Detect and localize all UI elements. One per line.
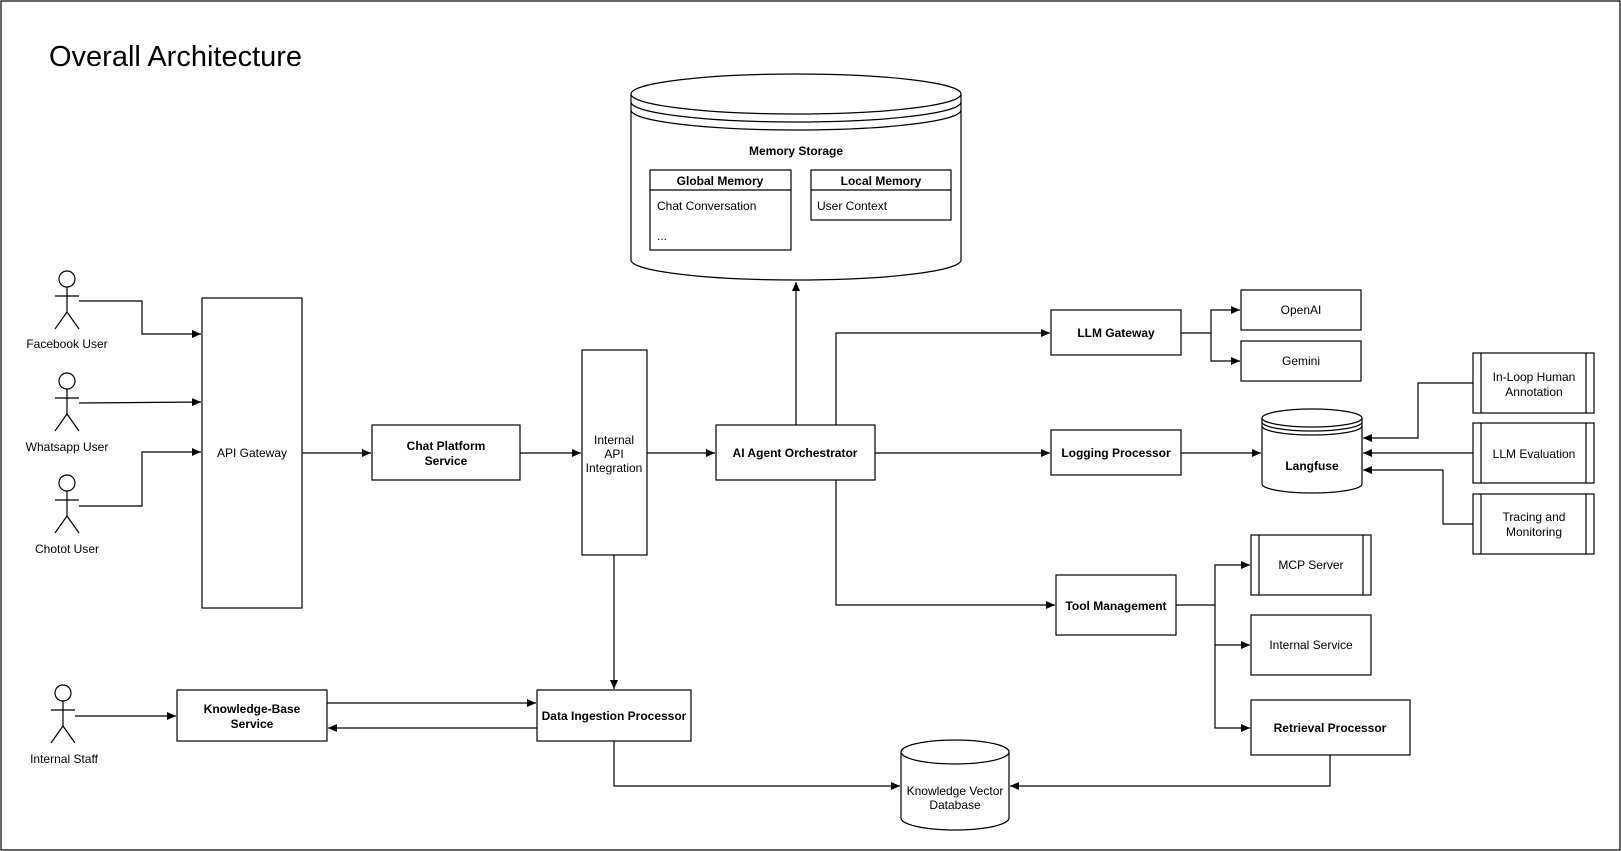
node-openai: OpenAI [1240, 289, 1362, 331]
node-in-loop-human-annotation: In-Loop Human Annotation [1472, 352, 1595, 414]
table-item: Chat Conversation [657, 199, 756, 213]
table-item: User Context [817, 199, 888, 213]
node-label: Tool Management [1065, 599, 1166, 613]
node-internal-api-integration: Internal API Integration [581, 349, 648, 556]
node-label: Retrieval Processor [1274, 721, 1387, 735]
node-label: AI Agent Orchestrator [733, 446, 858, 460]
node-llm-gateway: LLM Gateway [1050, 309, 1182, 356]
node-tracing-and-monitoring: Tracing and Monitoring [1472, 493, 1595, 555]
node-data-ingestion-processor: Data Ingestion Processor [536, 689, 692, 742]
node-label-line-1: Knowledge-Base [204, 702, 301, 716]
edge-orchestrator-to-tool-management [835, 480, 1055, 609]
edge-orchestrator-to-llm-gateway [835, 329, 1050, 425]
node-label: Internal Service [1269, 638, 1353, 652]
edge-retrieval-to-vector-db [1010, 755, 1331, 790]
node-label-line-1: Chat Platform [407, 439, 486, 453]
table-item: ... [657, 229, 667, 243]
edge-ingestion-to-vector-db [613, 741, 900, 790]
node-knowledge-vector-database: Knowledge Vector Database [900, 739, 1010, 831]
memory-table-local: Local Memory User Context [810, 169, 952, 221]
diagram-title: Overall Architecture [49, 41, 302, 73]
node-label-line-3: Integration [586, 461, 643, 475]
node-label-line-2: Monitoring [1506, 525, 1562, 539]
node-label: LLM Evaluation [1493, 447, 1576, 461]
node-label: Logging Processor [1061, 446, 1171, 460]
node-retrieval-processor: Retrieval Processor [1250, 699, 1411, 756]
edge-llm-gateway-to-gemini [1210, 333, 1240, 365]
edge-facebook-to-gateway [79, 300, 201, 338]
actor-facebook-user: Facebook User [26, 270, 108, 351]
node-label: LLM Gateway [1077, 326, 1155, 340]
node-llm-evaluation: LLM Evaluation [1472, 422, 1595, 484]
actor-internal-staff: Internal Staff [30, 684, 99, 766]
node-mcp-server: MCP Server [1250, 534, 1372, 596]
actor-head [54, 684, 72, 702]
node-label-line-2: API [604, 447, 623, 461]
node-internal-service: Internal Service [1250, 614, 1372, 676]
connectors [75, 282, 1473, 790]
edge-tool-to-retrieval [1214, 645, 1250, 732]
node-chat-platform-service: Chat Platform Service [371, 424, 521, 481]
memory-table-global: Global Memory Chat Conversation ... [649, 169, 792, 251]
table-header: Local Memory [841, 174, 922, 188]
node-logging-processor: Logging Processor [1050, 429, 1182, 476]
actor-whatsapp-user: Whatsapp User [26, 372, 109, 454]
node-label-line-2: Database [929, 798, 981, 812]
node-label-line-2: Service [425, 454, 468, 468]
node-tool-management: Tool Management [1055, 574, 1177, 636]
node-label-line-1: Internal [594, 433, 634, 447]
node-gemini: Gemini [1240, 340, 1362, 382]
node-api-gateway: API Gateway [201, 297, 303, 609]
node-label-line-1: Knowledge Vector [907, 784, 1004, 798]
node-label-line-1: In-Loop Human [1493, 370, 1576, 384]
node-label: MCP Server [1278, 558, 1343, 572]
node-ai-agent-orchestrator: AI Agent Orchestrator [715, 424, 876, 481]
node-knowledge-base-service: Knowledge-Base Service [176, 689, 328, 742]
edge-chotot-to-gateway [79, 448, 201, 507]
node-label-line-2: Service [231, 717, 274, 731]
edge-llm-gateway-to-openai [1181, 306, 1240, 334]
actor-head [58, 270, 76, 288]
actor-label: Facebook User [26, 337, 107, 351]
actor-chotot-user: Chotot User [35, 474, 99, 556]
edge-tool-to-mcp [1176, 561, 1250, 606]
edge-tool-to-internal-service [1214, 605, 1250, 649]
table-header: Global Memory [677, 174, 764, 188]
node-label: Langfuse [1285, 459, 1339, 473]
node-label: Data Ingestion Processor [542, 709, 687, 723]
node-label: Memory Storage [749, 144, 843, 158]
actor-label: Internal Staff [30, 752, 98, 766]
actor-label: Whatsapp User [26, 440, 109, 454]
edge-tracing-to-langfuse [1363, 466, 1473, 525]
node-label: OpenAI [1281, 303, 1322, 317]
actor-head [58, 372, 76, 390]
actor-label: Chotot User [35, 542, 99, 556]
node-label: API Gateway [217, 446, 287, 460]
node-langfuse: Langfuse [1261, 408, 1363, 494]
node-label-line-2: Annotation [1505, 385, 1562, 399]
actor-head [58, 474, 76, 492]
edge-whatsapp-to-gateway [78, 398, 202, 407]
node-label: Gemini [1282, 354, 1320, 368]
node-label-line-1: Tracing and [1503, 510, 1566, 524]
edge-annotation-to-langfuse [1363, 382, 1473, 442]
